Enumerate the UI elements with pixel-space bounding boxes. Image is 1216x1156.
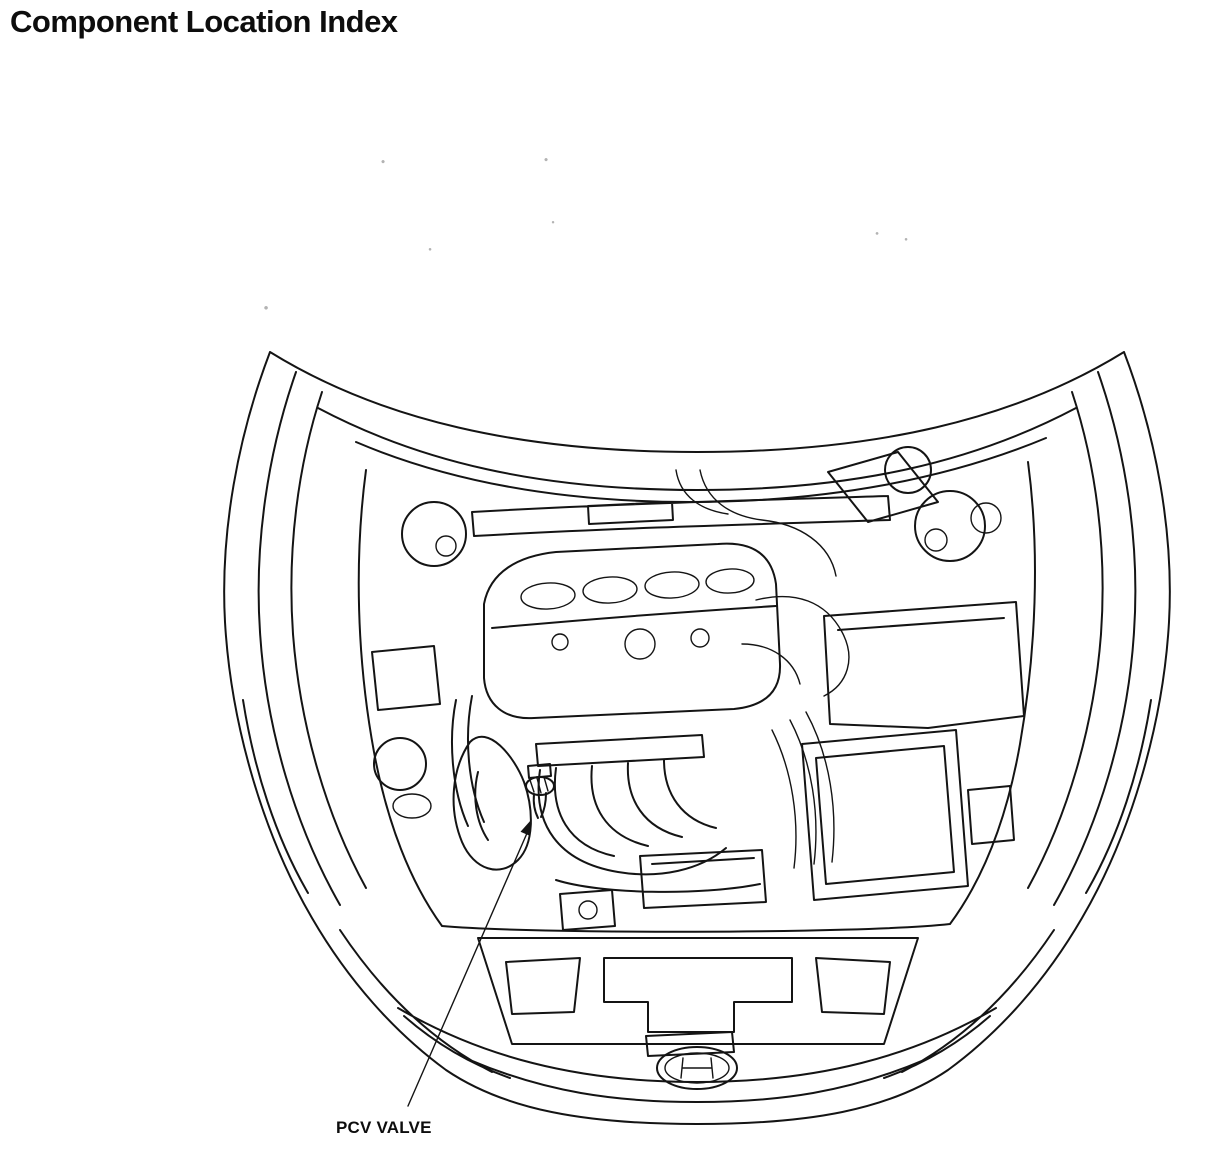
- right-strut-tower: [914, 490, 986, 562]
- cowl-windshield: [317, 407, 1077, 503]
- valve-cover-outline: [483, 542, 782, 720]
- cover-bolt-2: [551, 633, 569, 651]
- oil-cap: [624, 628, 656, 660]
- right-boxes: [801, 601, 1025, 901]
- pcv-valve-part: [525, 763, 555, 819]
- cam-bump-1: [520, 582, 576, 610]
- strut-towers: [401, 446, 1002, 567]
- radiator-support: [477, 937, 919, 1057]
- right-side-components: [801, 601, 1025, 901]
- left-brackets-and-belt: [371, 645, 532, 871]
- honda-emblem: [656, 1046, 738, 1090]
- right-brace: [827, 451, 939, 523]
- right-reservoir: [884, 446, 932, 494]
- left-strut-cap: [435, 535, 457, 557]
- bumper-lines: [339, 929, 1055, 1103]
- pcv-valve-body: [527, 763, 552, 819]
- hose-runs: [675, 469, 850, 869]
- cowl-top-rail: [471, 495, 891, 537]
- leader-line: [407, 823, 532, 1107]
- intake-plenum-and-runners: [535, 734, 727, 876]
- lower-engine: [555, 849, 767, 931]
- cam-bump-4: [705, 568, 755, 594]
- engine-valve-cover: [483, 542, 782, 720]
- drain-boss: [578, 900, 598, 920]
- emblem-h-mark: [680, 1057, 714, 1079]
- cam-bump-3: [644, 571, 700, 599]
- pcv-valve-flange: [525, 776, 555, 796]
- cover-bolt-1: [690, 628, 710, 648]
- hood-creases: [242, 371, 1152, 906]
- emblem-outer-ring: [656, 1046, 738, 1090]
- car-body: [223, 351, 1171, 1125]
- front-support-grille: [477, 937, 919, 1057]
- intake-manifold: [535, 734, 727, 876]
- scan-speckles: [264, 158, 908, 310]
- washer-cap: [373, 737, 427, 791]
- cam-bump-2: [582, 576, 638, 604]
- callout-leader: [407, 820, 532, 1107]
- pcv-valve-label: PCV VALVE: [336, 1118, 432, 1137]
- lower-engine-shapes: [555, 849, 767, 931]
- body-outline: [223, 351, 1171, 1125]
- right-fitting: [970, 502, 1002, 534]
- page-title: Component Location Index: [10, 4, 398, 39]
- left-strut-tower: [401, 501, 467, 567]
- reservoir-neck: [392, 793, 432, 819]
- engine-bay-walls: [357, 461, 1036, 933]
- pcv-valve-hatching: [529, 776, 549, 794]
- hoses: [675, 469, 850, 869]
- inner-fenders: [357, 461, 1036, 933]
- right-strut-cap: [924, 528, 948, 552]
- speckle-dots: [264, 158, 908, 310]
- cowl-lines: [317, 407, 1077, 503]
- left-side-components: [371, 645, 532, 871]
- emblem-inner-ring: [664, 1052, 730, 1084]
- leader-arrowhead: [520, 820, 531, 836]
